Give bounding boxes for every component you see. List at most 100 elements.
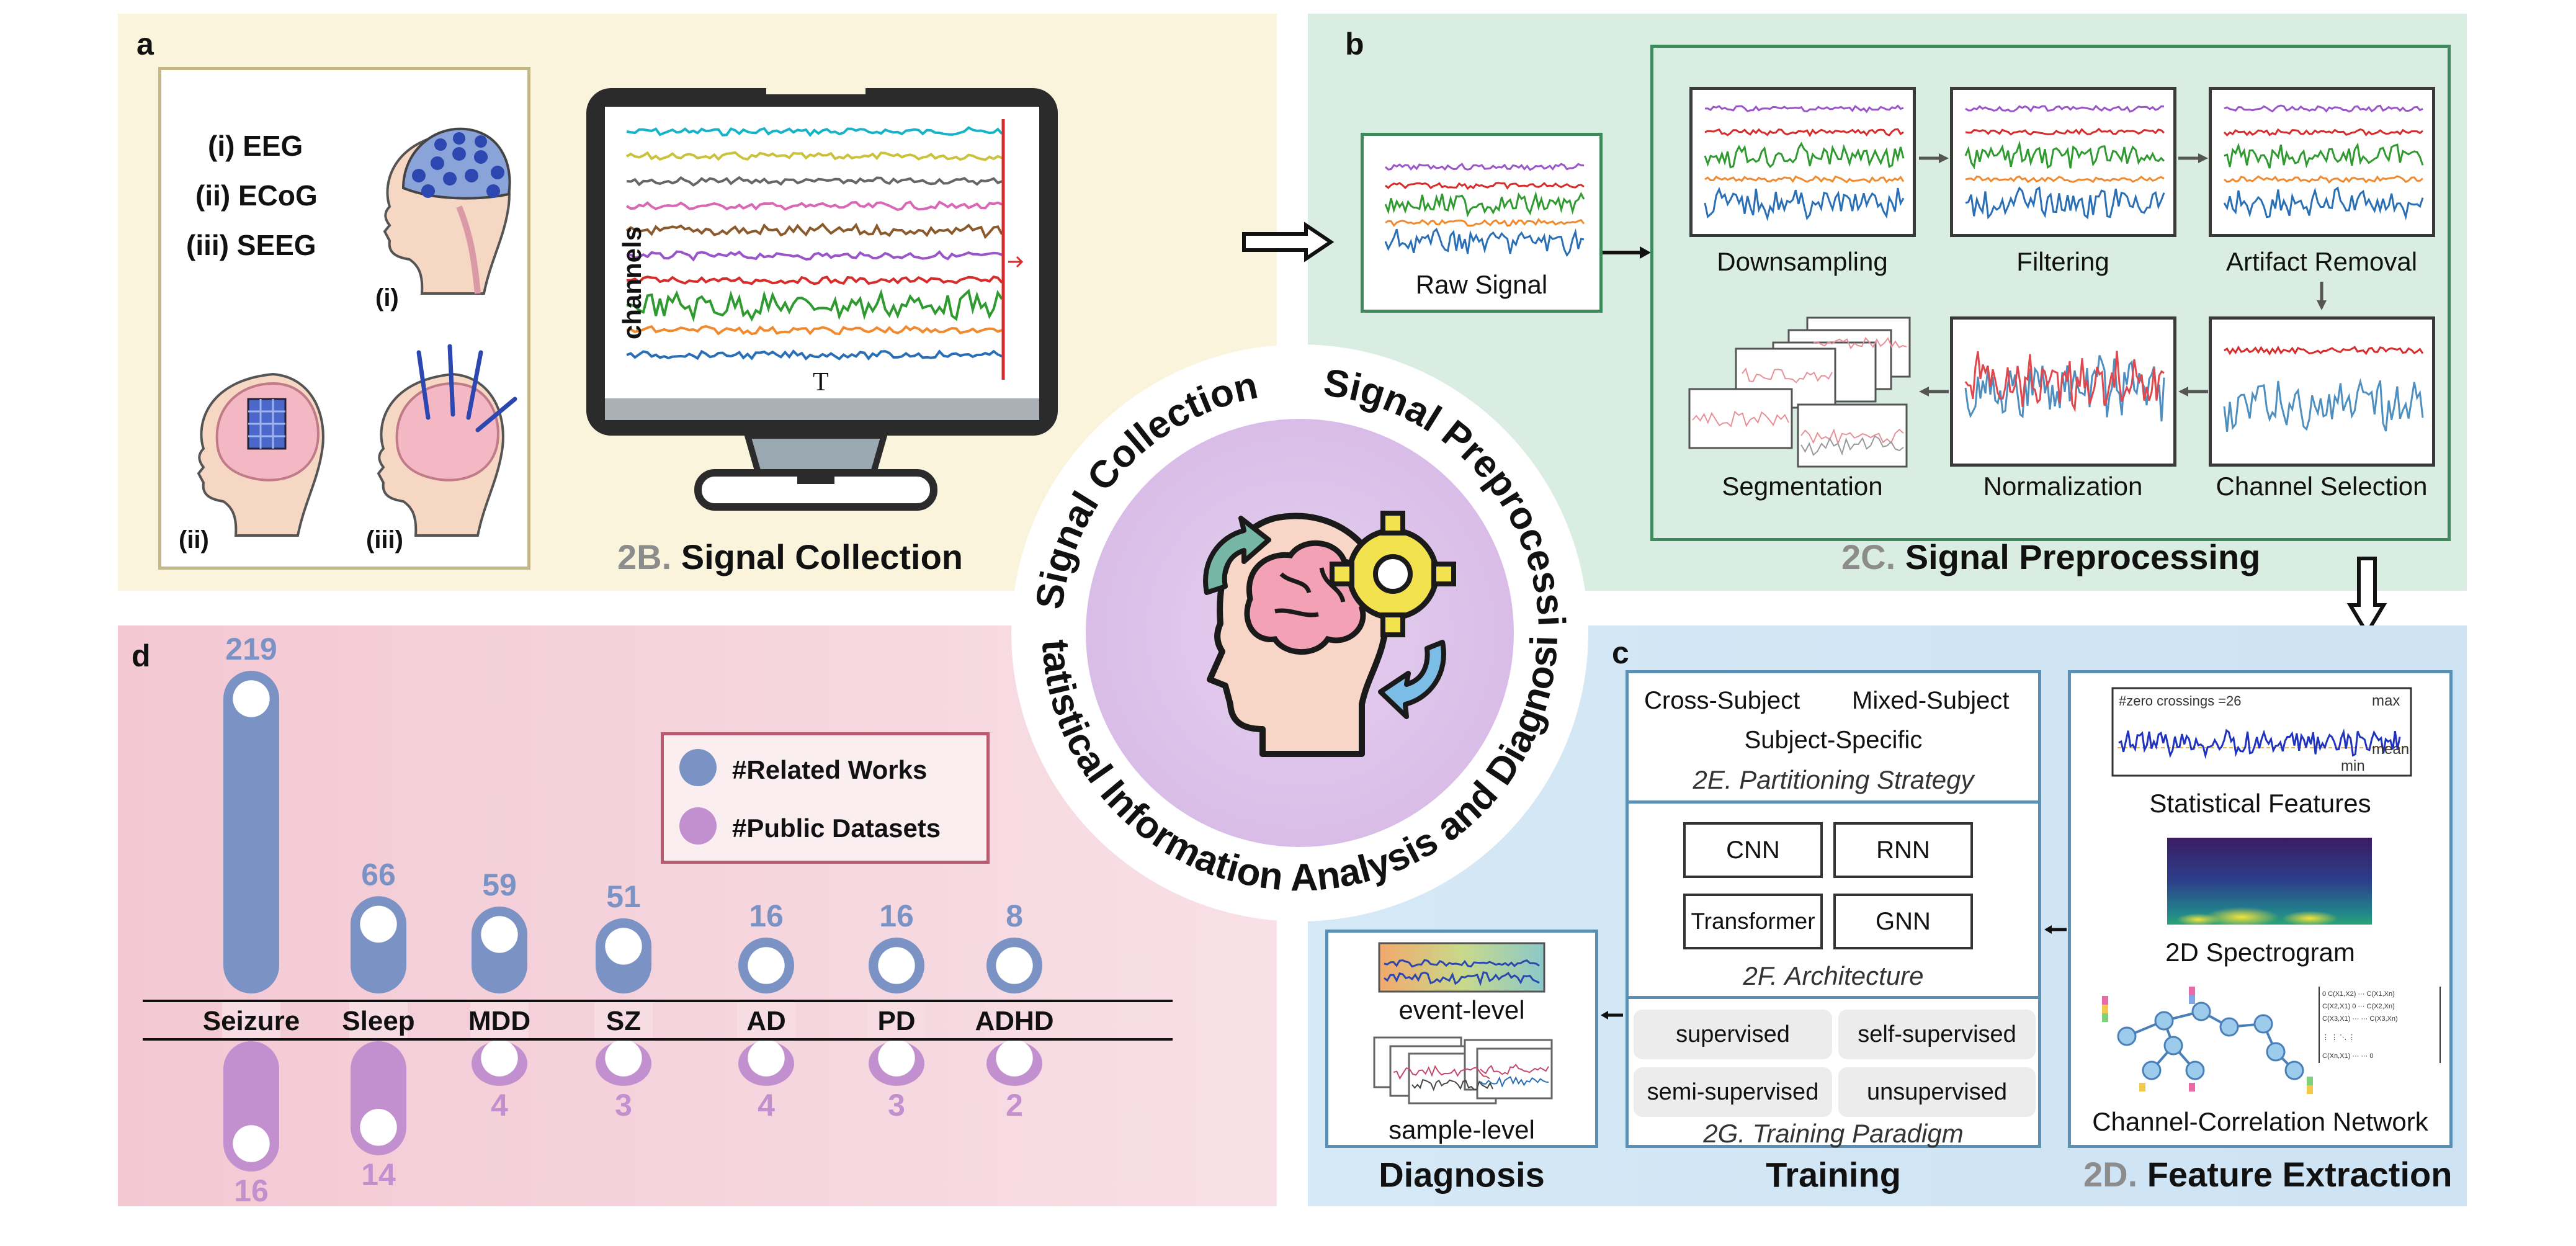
waveform-trace [1384, 227, 1585, 258]
related-works-value-sleep: 66 [361, 857, 396, 892]
related-works-value-sz: 51 [606, 879, 641, 914]
waveform-trace [2224, 175, 2423, 184]
stat-mean: mean [2372, 741, 2409, 758]
svg-text:C(X2,X1) 0 ··· C(X2,Xn): C(X2,X1) 0 ··· C(X2,Xn) [2322, 1003, 2395, 1010]
waveform-trace [2224, 142, 2424, 169]
center-cycle: Signal Collection Signal Preprocessing S… [1005, 338, 1588, 921]
related-works-bar-seizure [223, 671, 279, 993]
public-datasets-point-seizure [233, 1125, 270, 1162]
waveform-trace [626, 176, 1003, 187]
step-downsampling: Downsampling [1717, 247, 1888, 276]
waveform-trace [626, 275, 1003, 285]
waveform-trace [1384, 190, 1585, 218]
public-datasets-point-mdd [481, 1039, 518, 1077]
label-band [349, 1002, 408, 1038]
waveform-trace [1964, 351, 2165, 413]
waveform-trace [1704, 186, 1905, 222]
related-works-point-pd [878, 947, 915, 984]
arrow-collection-to-preprocessing [1242, 222, 1334, 262]
waveform-trace [1385, 182, 1585, 190]
category-label-adhd: ADHD [975, 1006, 1053, 1036]
spectrogram-plot [2167, 838, 2372, 925]
waveform-trace [1813, 336, 1907, 350]
related-works-value-pd: 16 [879, 899, 914, 933]
arch-rnn: RNN [1833, 822, 1973, 878]
paradigm-title: 2G. Training Paradigm [1703, 1119, 1964, 1148]
waveform-trace [1384, 163, 1585, 171]
step-artifact-removal: Artifact Removal [2225, 247, 2418, 276]
public-datasets-value-adhd: 2 [1006, 1088, 1023, 1123]
arrow-raw-to-pipeline [1603, 246, 1651, 259]
related-works-point-ad [748, 947, 785, 984]
svg-text:C(Xn,X1) ··· ··· 0: C(Xn,X1) ··· ··· 0 [2322, 1052, 2374, 1060]
step-channel-selection: Channel Selection [2216, 472, 2428, 501]
related-works-point-mdd [481, 916, 518, 953]
category-label-seizure: Seizure [203, 1006, 300, 1036]
related-works-value-seizure: 219 [225, 632, 277, 666]
public-datasets-value-sz: 3 [615, 1088, 632, 1123]
waveform-trace [2223, 378, 2424, 432]
panel-b: b Raw Signal Downsampling Filtering Arti… [1308, 14, 2467, 591]
filtering-plot [1950, 87, 2176, 237]
waveform-trace [1480, 1076, 1549, 1088]
partition-title: 2E. Partitioning Strategy [1693, 765, 1974, 794]
label-band [222, 1002, 280, 1038]
waveform-trace [1965, 186, 2165, 220]
head-label-iii: (iii) [366, 526, 403, 554]
modality-ecog: (ii) ECoG [195, 179, 318, 212]
pipeline-container [1650, 45, 2451, 541]
feature-spectrogram: 2D Spectrogram [2165, 938, 2355, 967]
waveform-trace [1965, 127, 2165, 136]
label-band [867, 1002, 926, 1038]
arrow-step-5 [1919, 387, 1949, 397]
caption-diagnosis: Diagnosis [1379, 1155, 1545, 1194]
waveform-trace [626, 250, 1003, 262]
legend-related-works: #Related Works [732, 755, 928, 784]
panel-c-letter: c [1612, 635, 1629, 670]
stat-max: max [2372, 692, 2400, 709]
partition-subject-specific: Subject-Specific [1744, 726, 1923, 754]
public-datasets-value-sleep: 14 [361, 1157, 396, 1192]
waveform-trace [626, 325, 1003, 336]
waveform-trace [1384, 959, 1540, 968]
legend-public-datasets: #Public Datasets [732, 813, 941, 843]
waveform-trace [2118, 728, 2401, 760]
related-works-value-ad: 16 [749, 899, 784, 933]
category-label-sleep: Sleep [342, 1006, 414, 1036]
waveform-trace [2223, 186, 2424, 221]
waveform-trace [1411, 1078, 1493, 1091]
waveform-trace [1480, 1064, 1549, 1075]
public-datasets-value-pd: 3 [888, 1088, 905, 1123]
paradigm-semi-supervised: semi-supervised [1634, 1067, 1832, 1117]
public-datasets-point-pd [878, 1039, 915, 1077]
downsampling-plot [1689, 87, 1916, 237]
waveform-trace [1800, 435, 1904, 456]
training-container: Cross-Subject Mixed-Subject Subject-Spec… [1626, 670, 2041, 1148]
arch-title: 2F. Architecture [1743, 961, 1924, 990]
stat-zero-crossings: #zero crossings =26 [2119, 693, 2242, 709]
caption-signal-preprocessing: 2C. Signal Preprocessing [1841, 537, 2261, 576]
correlation-network-plot: 0 C(X1,X2) ··· C(X1,Xn) C(X2,X1) 0 ··· C… [2102, 987, 2441, 1094]
waveform-trace [626, 349, 1003, 361]
arrow-training-to-diagnosis [1601, 1011, 1623, 1020]
waveform-trace [1393, 1065, 1490, 1080]
public-datasets-point-sleep [360, 1109, 397, 1146]
raw-signal-box: Raw Signal [1361, 133, 1603, 313]
waveform-trace [626, 151, 1003, 161]
panel-c: c Cross-Subject Mixed-Subject Subject-Sp… [1308, 625, 2467, 1206]
feature-channel-correlation: Channel-Correlation Network [2092, 1107, 2428, 1136]
related-works-value-mdd: 59 [482, 867, 517, 902]
public-datasets-point-sz [605, 1039, 642, 1077]
waveform-trace [1704, 104, 1904, 114]
channel-selection-plot [2209, 316, 2435, 467]
sample-level-plot [1373, 1036, 1553, 1105]
paradigm-unsupervised: unsupervised [1838, 1067, 2036, 1117]
caption-feature-extraction: 2D. Feature Extraction [2083, 1155, 2453, 1194]
waveform-trace [2224, 345, 2424, 356]
arch-gnn: GNN [1833, 894, 1973, 949]
raw-signal-plot [1384, 163, 1585, 258]
waveform-trace [625, 222, 1003, 240]
step-filtering: Filtering [2016, 247, 2109, 276]
related-works-point-adhd [996, 947, 1033, 984]
public-datasets-value-seizure: 16 [234, 1173, 269, 1206]
